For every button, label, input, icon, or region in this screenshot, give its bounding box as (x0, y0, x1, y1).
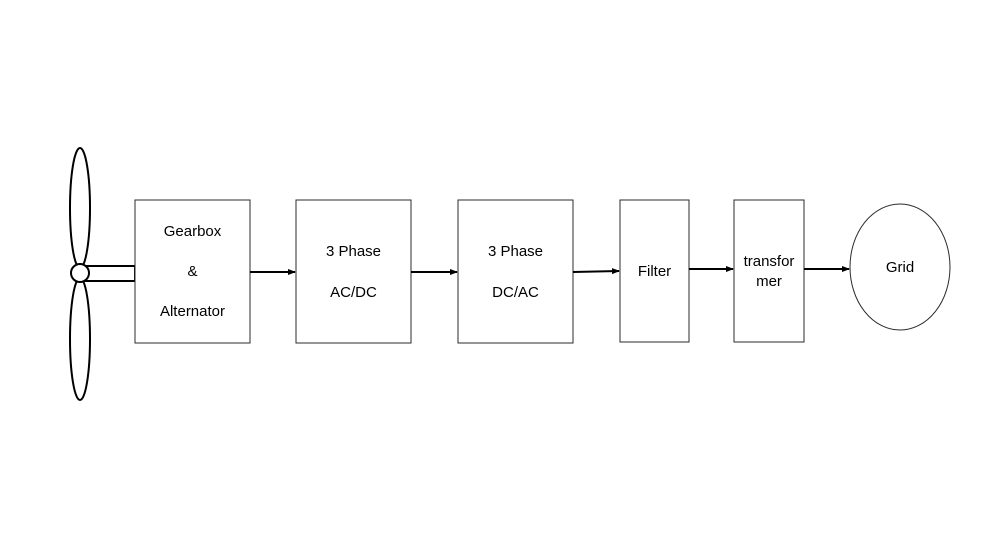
ampersand-label: & (187, 263, 197, 280)
filter-box (619, 199, 690, 343)
transformer-label-line2: mer (756, 273, 782, 290)
inverter-phase-label: 3 Phase (488, 243, 543, 260)
gearbox-label: Gearbox (164, 223, 222, 240)
grid-ellipse (849, 203, 951, 331)
gearbox-alternator-block: Gearbox & Alternator (134, 199, 251, 344)
transformer-label-line1: transfor (744, 253, 795, 270)
rectifier-box (295, 199, 412, 344)
inverter-box (457, 199, 574, 344)
rectifier-block: 3 Phase AC/DC (295, 199, 412, 344)
inverter-block: 3 Phase DC/AC (457, 199, 574, 344)
rectifier-type-label: AC/DC (330, 284, 377, 301)
filter-block: Filter (619, 199, 690, 343)
turbine-blade-upper (69, 147, 91, 269)
alternator-label: Alternator (160, 303, 225, 320)
wind-turbine-icon (69, 147, 136, 401)
filter-label: Filter (638, 263, 671, 280)
grid-label: Grid (886, 259, 914, 276)
inverter-type-label: DC/AC (492, 284, 539, 301)
turbine-shaft (84, 265, 136, 282)
rectifier-phase-label: 3 Phase (326, 243, 381, 260)
transformer-box (733, 199, 805, 343)
turbine-blade-lower (69, 277, 91, 401)
transformer-block: transfor mer (733, 199, 805, 343)
turbine-hub (70, 263, 90, 283)
arrow-inverter-to-filter (572, 268, 620, 275)
grid-block: Grid (849, 203, 951, 331)
gearbox-alternator-box (134, 199, 251, 344)
